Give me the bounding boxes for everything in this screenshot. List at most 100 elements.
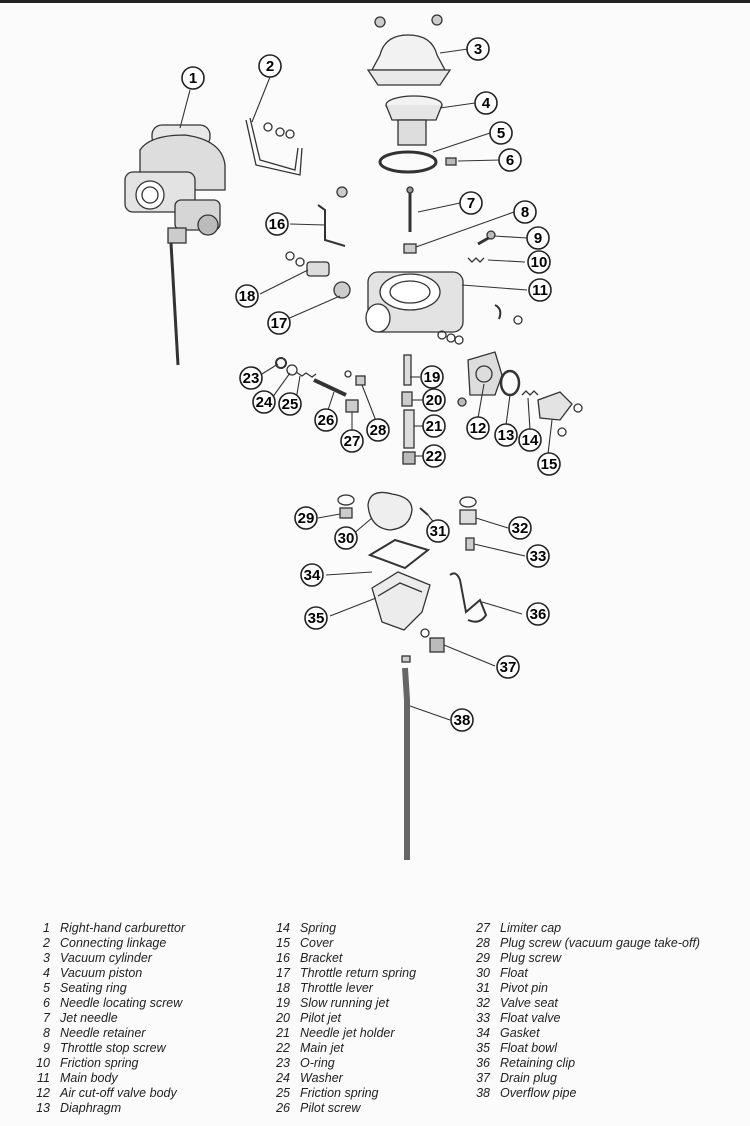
part-limiter-cap	[345, 399, 359, 413]
callout-number: 4	[482, 95, 491, 112]
legend-number: 19	[276, 996, 290, 1010]
legend-label: Overflow pipe	[500, 1086, 577, 1100]
callout-circle	[422, 414, 446, 438]
legend-label: Right-hand carburettor	[60, 921, 186, 935]
legend-number: 16	[276, 951, 290, 965]
callout-15: 15	[537, 452, 561, 476]
part-main-body	[365, 271, 523, 345]
legend-label: Main jet	[300, 1041, 344, 1055]
callout-circle	[300, 563, 324, 587]
legend-number: 22	[276, 1041, 290, 1055]
callout-circle	[518, 428, 542, 452]
legend-label: Vacuum cylinder	[60, 951, 152, 965]
callout-5: 5	[489, 121, 513, 145]
legend-item-11: 11 Main body	[28, 1071, 118, 1086]
callout-16: 16	[265, 212, 289, 236]
callout-circle	[513, 200, 537, 224]
callout-number: 35	[308, 610, 325, 627]
callout-circle	[420, 365, 444, 389]
legend-number: 20	[276, 1011, 290, 1025]
callout-circle	[527, 250, 551, 274]
callout-circle	[304, 606, 328, 630]
callout-37: 37	[496, 655, 520, 679]
legend-label: Needle retainer	[60, 1026, 146, 1040]
callout-21: 21	[422, 414, 446, 438]
legend-label: Float	[500, 966, 528, 980]
legend-label: Jet needle	[60, 1011, 118, 1025]
legend-number: 17	[276, 966, 290, 980]
callout-1: 1	[181, 66, 205, 90]
callout-33: 33	[526, 544, 550, 568]
callout-circle	[494, 423, 518, 447]
legend-label: Seating ring	[60, 981, 127, 995]
callout-27: 27	[340, 429, 364, 453]
callout-30: 30	[334, 526, 358, 550]
legend-number: 8	[43, 1026, 50, 1040]
part-spring-14	[521, 390, 539, 396]
legend-number: 28	[476, 936, 490, 950]
part-gasket	[367, 538, 431, 570]
callout-number: 27	[344, 433, 361, 450]
callout-circle	[526, 226, 550, 250]
callout-number: 25	[282, 396, 299, 413]
legend-number: 2	[43, 936, 50, 950]
callout-number: 7	[467, 195, 475, 212]
callout-number: 9	[534, 230, 542, 247]
legend-item-20: 20 Pilot jet	[262, 1011, 341, 1026]
part-vacuum-piston	[385, 95, 443, 146]
part-pilot-screw	[313, 378, 347, 397]
legend-number: 26	[276, 1101, 290, 1115]
legend-label: Cover	[300, 936, 334, 950]
legend-label: Valve seat	[500, 996, 558, 1010]
callout-25: 25	[278, 392, 302, 416]
callout-circle	[294, 506, 318, 530]
part-valve-seat	[459, 496, 477, 525]
callout-number: 29	[298, 510, 315, 527]
legend-label: Plug screw	[500, 951, 562, 965]
legend-number: 23	[276, 1056, 290, 1070]
part-air-cut-off-valve-body	[457, 351, 503, 407]
callout-number: 36	[530, 606, 547, 623]
legend-number: 5	[43, 981, 50, 995]
part-friction-spring-10	[467, 257, 485, 263]
legend-number: 38	[476, 1086, 490, 1100]
legend-label: Throttle lever	[300, 981, 373, 995]
callout-number: 20	[426, 392, 443, 409]
callout-circle	[466, 416, 490, 440]
callout-31: 31	[426, 519, 450, 543]
legend-label: Main body	[60, 1071, 118, 1085]
callout-circle	[314, 408, 338, 432]
callout-24: 24	[252, 390, 276, 414]
callout-number: 13	[498, 427, 515, 444]
legend-item-22: 22 Main jet	[262, 1041, 344, 1056]
callout-circle	[526, 602, 550, 626]
part-throttle-stop-screw	[477, 230, 496, 246]
legend-label: Gasket	[500, 1026, 540, 1040]
part-diaphragm	[499, 369, 521, 397]
part-needle-jet-holder	[403, 409, 415, 449]
legend-item-8: 8 Needle retainer	[28, 1026, 145, 1041]
callout-number: 5	[497, 125, 505, 142]
legend-label: Bracket	[300, 951, 343, 965]
callout-number: 2	[266, 58, 274, 75]
legend-label: Pilot jet	[300, 1011, 341, 1025]
legend-label: Friction spring	[300, 1086, 379, 1100]
callout-number: 18	[239, 288, 256, 305]
legend-number: 11	[37, 1071, 50, 1085]
legend-number: 10	[36, 1056, 50, 1070]
callout-8: 8	[513, 200, 537, 224]
